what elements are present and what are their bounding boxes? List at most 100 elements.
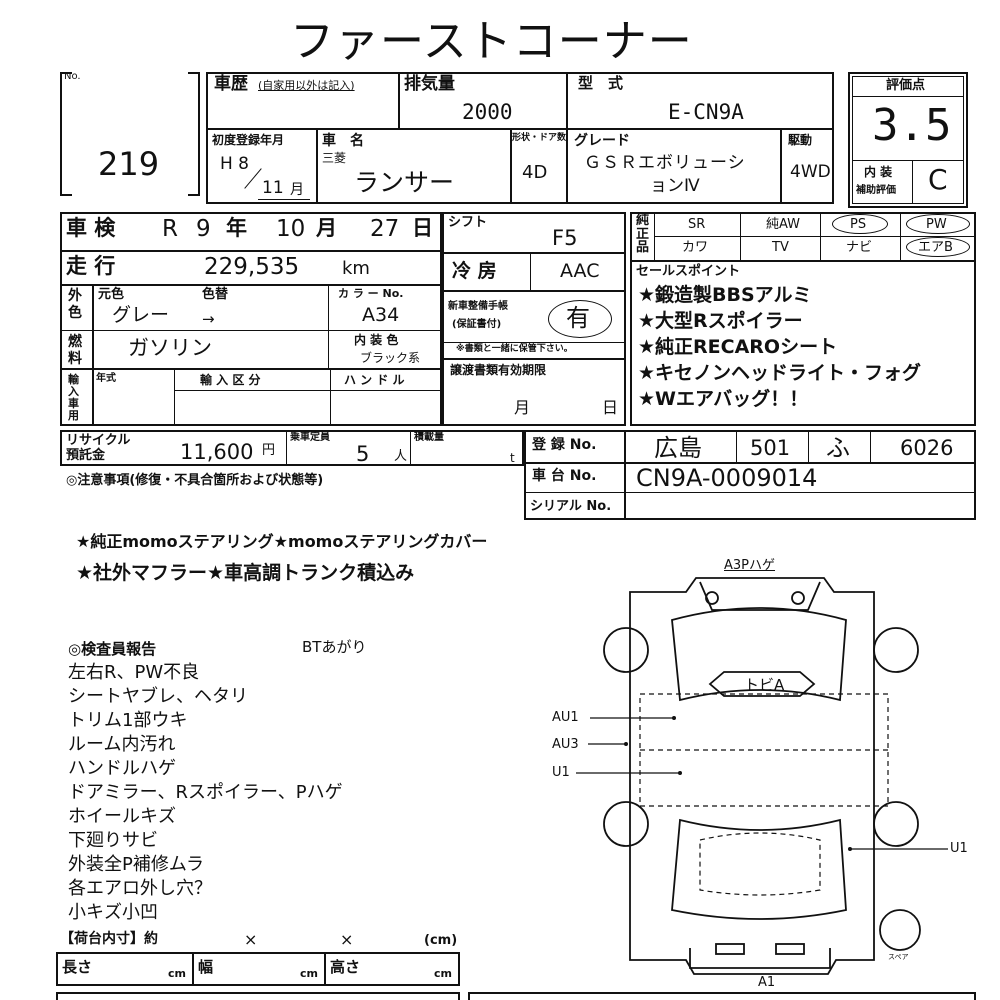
equip-tv: TV [772,240,789,255]
equip-navi: ナビ [846,240,873,255]
inspection-year-unit: 年 [226,216,247,240]
chassis-value: CN9A-0009014 [636,464,818,492]
warranty-note: ※書類と一緒に保管下さい。 [456,344,573,354]
inspector-item: 左右R、PW不良 [68,662,200,683]
inspector-header: ◎検査員報告 [68,640,157,658]
equip-airbag-circle [906,237,970,257]
grade-line2: ョンⅣ [650,176,700,196]
sales-point: ★大型Rスポイラー [638,310,803,332]
capacity-unit: 人 [394,449,408,464]
transfer-month: 月 [514,398,531,417]
inspection-month: 10 [276,216,306,242]
first-reg-month-unit: 月 [290,182,304,198]
warranty-label-1: 新車整備手帳 [448,301,508,312]
diagram-label-au1: AU1 [552,710,579,725]
no-value: 219 [98,145,160,183]
notes-header: ◎注意事項(修復・不具合箇所および状態等) [66,473,324,488]
registration-box [524,430,976,520]
color-code-label: カ ラ ー No. [338,287,404,300]
car-maker: 三菱 [322,151,347,165]
shift-label: シフト [448,215,488,230]
cargo-box [56,952,460,986]
import-year-label: 年式 [96,373,116,384]
diagram-label-u1-left: U1 [552,765,570,780]
import-class-label: 輸 入 区 分 [200,373,261,387]
aircon-value: AAC [560,260,600,282]
sales-point: ★キセノンヘッドライト・フォグ [638,362,922,384]
cargo-width-unit: cm [300,967,318,980]
first-reg-year: H 8 [220,154,250,174]
transfer-day: 日 [602,398,619,417]
cargo-height-unit: cm [434,967,452,980]
first-reg-month: 11 [262,178,284,198]
inspection-month-unit: 月 [316,216,337,240]
capacity-value: 5 [356,442,370,466]
inspection-label: 車 検 [66,216,116,240]
inspection-year: 9 [196,216,211,242]
inspection-day-unit: 日 [412,216,433,240]
drive-value: 4WD [790,162,831,182]
equip-airbag: エアB [918,240,953,255]
equip-ps-circle [832,214,888,234]
recycle-label-1: リサイクル [66,433,131,448]
cargo-width-label: 幅 [198,958,214,976]
registration-label: 登 録 No. [532,437,597,453]
equip-pw: PW [926,217,947,232]
score-value: 3.5 [872,100,952,151]
drive-label: 駆動 [788,133,813,147]
color-arrow: → [202,310,215,328]
warranty-value: 有 [566,304,590,332]
sales-point: ★Wエアバッグ！！ [638,388,809,410]
fuel-value: ガソリン [128,336,212,360]
page-title: ファーストコーナー [290,16,693,67]
sales-point: ★純正RECAROシート [638,336,838,358]
cargo-length-label: 長さ [62,958,93,976]
recycle-value: 11,600 [180,440,254,464]
next-box-right [468,992,976,1000]
inspector-item: 外装全P補修ムラ [68,854,204,875]
inspector-item: ハンドルハゲ [68,758,176,779]
recycle-label-2: 預託金 [66,448,106,463]
next-box-left [56,992,460,1000]
color-inner-value: ブラック系 [360,351,421,365]
equipment-label: 純正品 [636,213,650,256]
sales-point: ★鍛造製BBSアルミ [638,284,812,306]
registration-kana: ふ [826,434,850,462]
interior-label-1: 内 装 [864,165,893,179]
shift-value: F5 [552,226,578,250]
recycle-unit: 円 [262,443,276,458]
displacement-value: 2000 [462,100,513,124]
equip-aw: 純AW [766,217,801,232]
info-box-right [630,212,976,426]
diagram-label-u1-right: U1 [950,841,968,856]
cargo-length-unit: cm [168,967,186,980]
history-label: 車歴 [214,74,248,94]
mileage-value: 229,535 [204,254,300,280]
equip-pw-circle [906,214,970,234]
warranty-label-2: (保証書付) [452,319,502,330]
score-box [848,72,968,208]
no-label: No. [64,71,81,82]
load-unit: t [510,451,515,465]
no-bracket-right [188,72,200,196]
import-label: 輸入車用 [68,373,79,423]
cargo-height-label: 高さ [330,958,361,976]
inspector-item: シートヤブレ、ヘタリ [68,686,248,707]
diagram-spare-label: スペア [888,953,909,961]
model-value: E-CN9A [668,100,744,124]
doors-label: 形状・ドア数 [512,133,567,143]
color-orig-label: 元色 [98,287,125,302]
registration-class: 501 [750,436,791,460]
history-note: (自家用以外は記入) [258,79,355,92]
diagram-top-label: A3Pハゲ [724,558,776,573]
car-name-value: ランサー [354,168,455,197]
inspector-item: トリム1部ウキ [68,710,188,731]
serial-label: シリアル No. [530,499,612,514]
inspector-item: ルーム内汚れ [68,734,176,755]
diagram-label-a1: A1 [758,975,776,990]
mileage-label: 走 行 [66,254,116,278]
equip-leather: カワ [682,240,709,255]
equip-ps: PS [850,217,867,232]
grade-label: グレード [574,133,630,149]
interior-label-2: 補助評価 [856,185,896,196]
